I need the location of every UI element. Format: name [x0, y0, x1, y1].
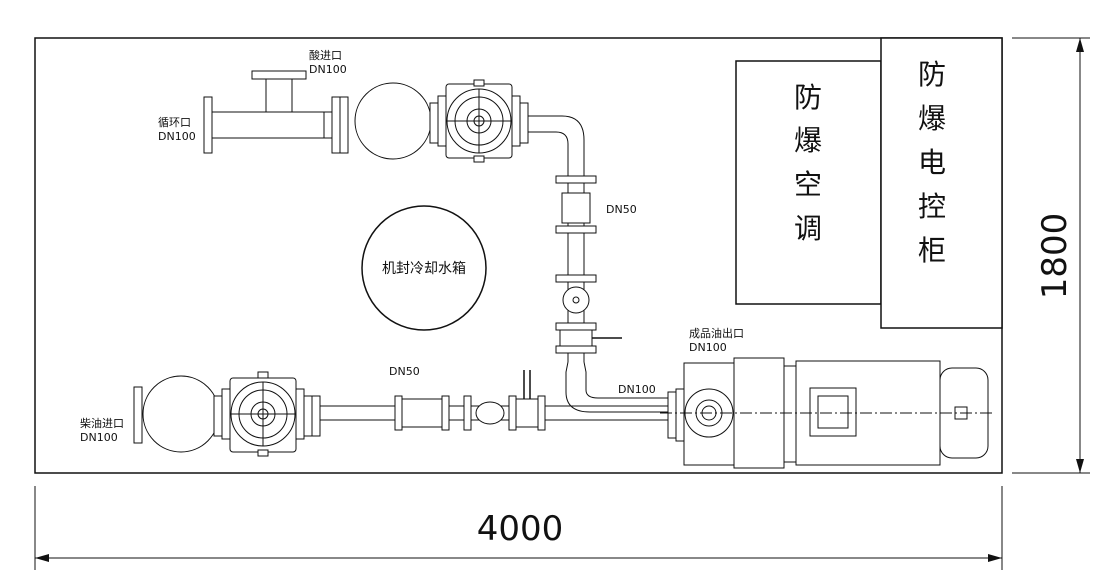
product-outlet-label: 成品油出口 [689, 326, 744, 340]
acid-inlet-label: 酸进口 [309, 48, 342, 62]
diesel-inlet-label: 柴油进口 [80, 416, 124, 430]
width-dimension: 1800 [1012, 37, 1090, 474]
diesel-inlet-size-label: DN100 [80, 431, 118, 444]
ac-char-1: 防 [794, 81, 822, 114]
product-outlet-size-label: DN100 [689, 341, 727, 354]
lower-pipeline [133, 370, 668, 457]
seal-cooling-water-tank: 机封冷却水箱 [361, 205, 487, 331]
dn100-label: DN100 [618, 383, 656, 396]
control-char-2: 爆 [918, 102, 946, 135]
explosion-proof-ac-cabinet: 防 爆 空 调 [735, 60, 882, 305]
control-char-4: 控 [918, 190, 946, 223]
control-char-3: 电 [918, 146, 946, 179]
control-char-5: 柜 [918, 234, 946, 267]
acid-inlet-size-label: DN100 [309, 63, 347, 76]
length-dimension-value: 4000 [477, 509, 564, 549]
circulation-port-label: 循环口 [158, 116, 191, 129]
upper-pipeline [203, 70, 668, 413]
water-tank-label: 机封冷却水箱 [382, 261, 466, 277]
width-dimension-value: 1800 [1035, 213, 1075, 300]
explosion-proof-control-cabinet: 防 爆 电 控 柜 [880, 37, 1003, 329]
ac-char-3: 空 [794, 168, 822, 201]
product-outlet-pump-motor [660, 357, 995, 469]
dn50-vertical-label: DN50 [606, 203, 637, 216]
circulation-port-size-label: DN100 [158, 130, 196, 143]
ac-char-2: 爆 [794, 124, 822, 157]
length-dimension: 4000 [34, 486, 1003, 570]
control-char-1: 防 [918, 58, 946, 91]
ac-char-4: 调 [794, 212, 822, 245]
dn50-horizontal-label: DN50 [389, 365, 420, 378]
